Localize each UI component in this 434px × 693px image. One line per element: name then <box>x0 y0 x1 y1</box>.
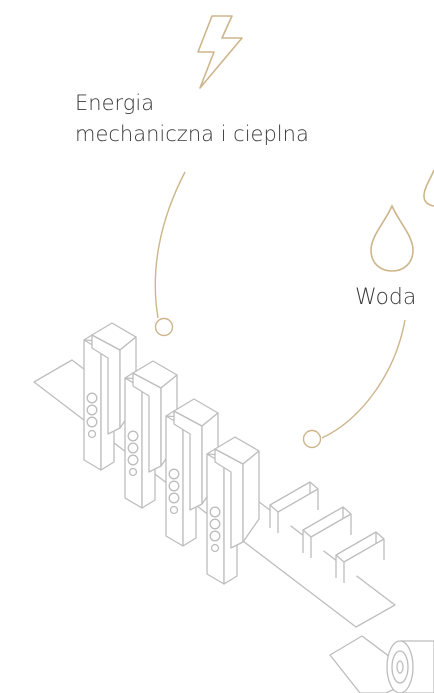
water-drop-icon <box>370 204 414 272</box>
water-connector <box>302 319 406 449</box>
lightning-bolt-icon <box>197 15 243 89</box>
roller-frame <box>335 531 385 583</box>
water-label: Woda <box>355 285 417 310</box>
paper-roll-icon <box>386 640 434 693</box>
energy-label-line1: Energia <box>75 91 155 115</box>
roller-frame <box>302 506 352 558</box>
energy-label: Energia mechaniczna i cieplna <box>75 88 309 150</box>
energy-connector <box>154 171 186 337</box>
press-unit <box>206 436 260 585</box>
roller-frame <box>269 481 319 533</box>
press-unit <box>83 322 137 471</box>
paper-machine-icon <box>33 322 434 693</box>
energy-label-line2: mechaniczna i cieplna <box>75 122 309 146</box>
water-drop-icon-partial <box>423 169 434 207</box>
